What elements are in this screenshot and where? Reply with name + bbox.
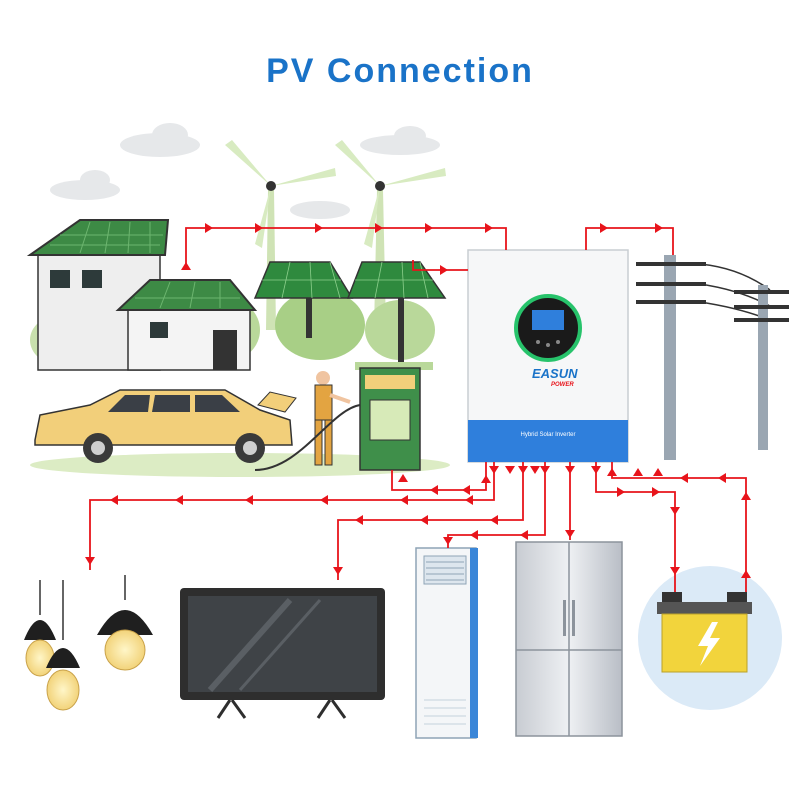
person-icon (314, 371, 351, 466)
page-title: PV Connection (266, 52, 534, 90)
arrow-left-icon (175, 495, 183, 505)
arrow-left-icon (245, 495, 253, 505)
arrow-left-icon (462, 485, 470, 495)
battery-icon (638, 566, 782, 710)
arrow-up-icon (653, 468, 663, 476)
arrow-down-icon (505, 466, 515, 474)
television-icon (180, 588, 385, 719)
arrow-right-icon (617, 487, 625, 497)
arrow-up-icon (181, 262, 191, 270)
charging-station-icon (254, 362, 433, 471)
arrow-right-icon (315, 223, 323, 233)
arrow-right-icon (485, 223, 493, 233)
arrow-down-icon (591, 466, 601, 474)
wire-inverter-to-grid (585, 227, 674, 255)
arrow-down-icon (489, 466, 499, 474)
arrow-down-icon (333, 567, 343, 575)
arrow-down-icon (443, 537, 453, 545)
arrow-up-icon (741, 492, 751, 500)
utility-pole-icon (734, 285, 789, 450)
arrow-up-icon (607, 468, 617, 476)
arrow-right-icon (600, 223, 608, 233)
utility-pole-icon (636, 255, 771, 460)
arrow-down-icon (481, 475, 491, 483)
arrow-up-icon (741, 570, 751, 578)
wire-inverter-to-ac (447, 462, 546, 548)
ground (30, 453, 450, 477)
wire-inverter-to-battery (595, 462, 676, 592)
brand-logo-text: EASUN (532, 366, 578, 381)
arrow-down-icon (670, 507, 680, 515)
arrow-left-icon (490, 515, 498, 525)
arrow-left-icon (355, 515, 363, 525)
arrow-down-icon (565, 530, 575, 538)
arrow-down-icon (670, 567, 680, 575)
inverter-label: Hybrid Solar Inverter (520, 432, 575, 438)
arrow-down-icon (540, 466, 550, 474)
arrow-right-icon (655, 223, 663, 233)
arrow-left-icon (520, 530, 528, 540)
arrow-left-icon (465, 495, 473, 505)
wire-inverter-to-tv (337, 462, 524, 580)
arrow-right-icon (375, 223, 383, 233)
arrow-up-icon (633, 468, 643, 476)
pendant-lamp-icon (97, 575, 153, 671)
arrow-left-icon (110, 495, 118, 505)
cloud-icon (360, 126, 440, 155)
arrow-up-icon (398, 474, 408, 482)
arrow-left-icon (320, 495, 328, 505)
wind-turbine-icon (225, 140, 336, 330)
wire-house-to-inverter (185, 227, 507, 270)
arrow-down-icon (518, 466, 528, 474)
air-conditioner-icon (415, 547, 478, 739)
hybrid-inverter: EASUN POWER Hybrid Solar Inverter (467, 249, 629, 463)
solar-panel-icon (346, 261, 447, 363)
wiring (89, 227, 747, 592)
cloud-icon (50, 170, 120, 200)
arrow-left-icon (420, 515, 428, 525)
arrow-left-icon (400, 495, 408, 505)
cloud-icon (120, 123, 200, 157)
wire-solar-to-inverter (412, 260, 468, 271)
arrow-right-icon (255, 223, 263, 233)
house-icon (115, 279, 258, 371)
arrow-down-icon (530, 466, 540, 474)
pendant-lamp-icon (46, 580, 80, 711)
arrow-left-icon (680, 473, 688, 483)
arrow-down-icon (85, 557, 95, 565)
arrow-right-icon (652, 487, 660, 497)
arrow-left-icon (718, 473, 726, 483)
arrow-left-icon (470, 530, 478, 540)
wire-inverter-to-lamps (89, 462, 495, 570)
arrow-right-icon (205, 223, 213, 233)
cloud-icon (290, 201, 350, 219)
car-icon (34, 389, 297, 463)
arrow-down-icon (565, 466, 575, 474)
refrigerator-icon (515, 541, 623, 737)
flow-arrows (85, 223, 751, 578)
arrow-left-icon (430, 485, 438, 495)
brand-logo-subtext: POWER (551, 382, 574, 388)
arrow-right-icon (425, 223, 433, 233)
arrow-right-icon (440, 265, 448, 275)
